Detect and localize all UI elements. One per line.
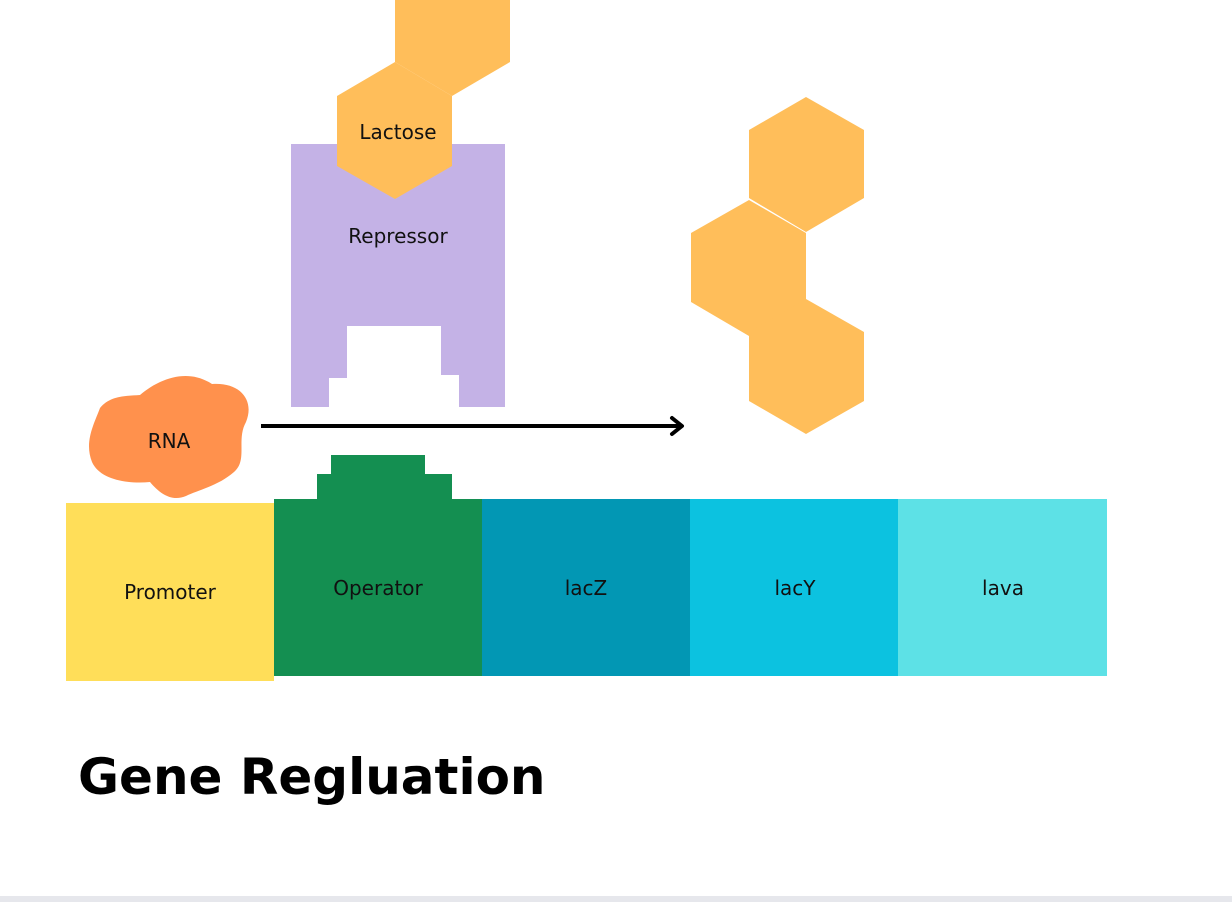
repressor-label: Repressor xyxy=(348,224,448,248)
lacz-label: lacZ xyxy=(565,576,608,600)
operator-segment xyxy=(274,455,482,676)
lacz-segment xyxy=(482,499,691,676)
lacy-segment xyxy=(690,499,899,676)
bottom-scroll-bar xyxy=(0,896,1232,902)
rna-label: RNA xyxy=(148,429,191,453)
lactose-hexagon-free-2 xyxy=(691,200,806,336)
lactose-label: Lactose xyxy=(359,120,436,144)
operator-label: Operator xyxy=(333,576,423,600)
promoter-segment xyxy=(66,503,274,681)
lactose-hexagon-free-1 xyxy=(749,97,864,232)
lacy-label: lacY xyxy=(774,576,816,600)
page-title: Gene Regluation xyxy=(78,748,546,806)
lactose-hexagon-free-3 xyxy=(749,299,864,434)
rna-blob xyxy=(89,375,249,499)
lava-segment xyxy=(898,499,1107,676)
repressor-shape xyxy=(291,144,505,407)
lava-label: lava xyxy=(982,576,1024,600)
lactose-hexagon-top xyxy=(395,0,510,96)
lactose-hexagon xyxy=(337,62,452,199)
arrow-head-icon xyxy=(670,416,684,436)
promoter-label: Promoter xyxy=(124,580,217,604)
